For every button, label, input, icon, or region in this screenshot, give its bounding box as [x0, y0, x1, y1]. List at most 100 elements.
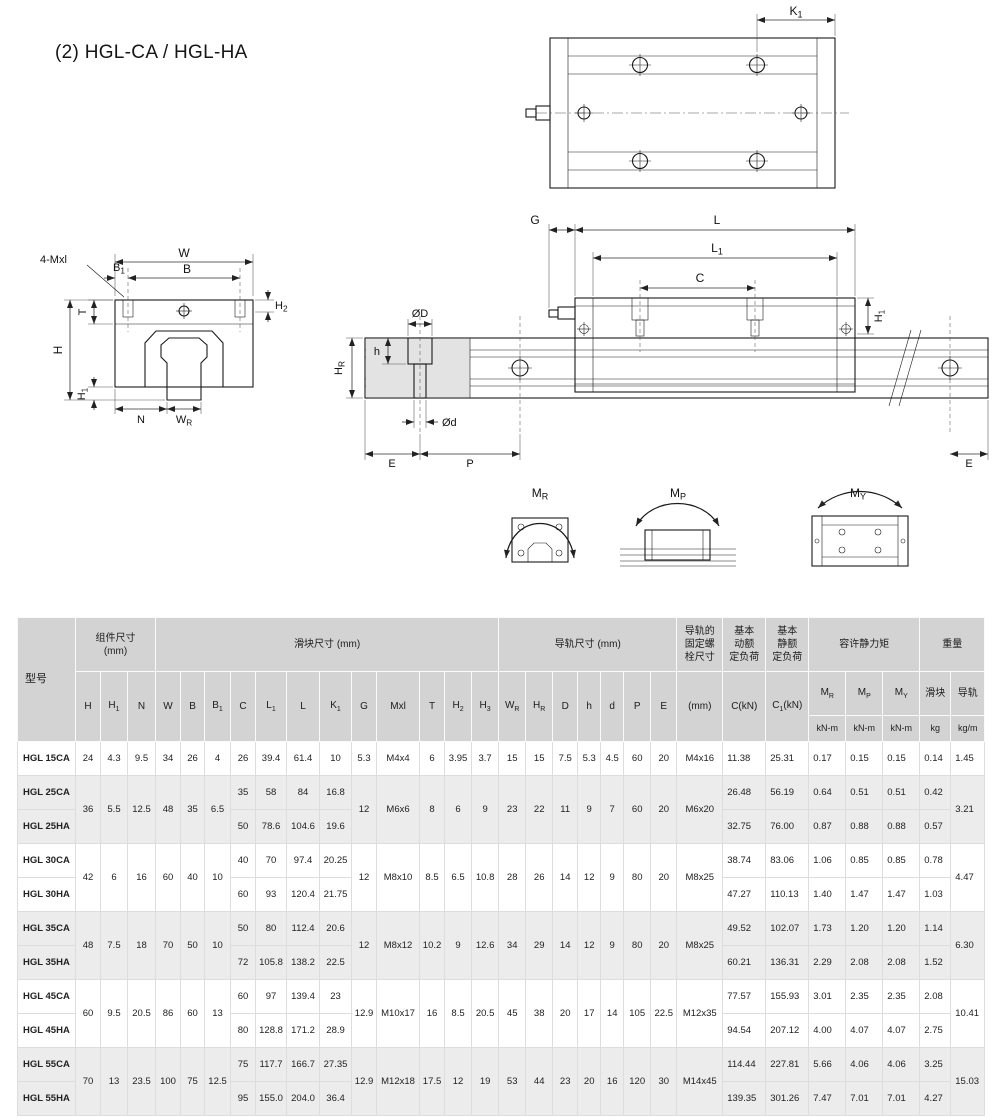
- value-cell: 7.47: [808, 1081, 847, 1116]
- value-cell: 9: [600, 843, 625, 912]
- value-cell: 28: [498, 843, 527, 912]
- dim-label-wr: WR: [176, 414, 192, 428]
- page-title: (2) HGL-CA / HGL-HA: [55, 42, 248, 63]
- plan-view-drawing: K1: [525, 4, 849, 189]
- value-cell: 10: [204, 911, 232, 980]
- value-cell: M8x10: [376, 843, 421, 912]
- technical-drawings: K1 W B B1 4-M: [40, 4, 989, 567]
- value-cell: 95: [230, 1081, 257, 1116]
- value-cell: 26: [230, 741, 257, 776]
- value-cell: 3.21: [950, 775, 986, 844]
- value-cell: 27.35: [319, 1047, 353, 1082]
- model-cell: HGL 15CA: [17, 741, 76, 776]
- value-cell: 80: [623, 911, 652, 980]
- value-cell: 93: [255, 877, 288, 912]
- value-cell: 4.07: [882, 1013, 921, 1048]
- value-cell: 10.8: [471, 843, 500, 912]
- value-cell: 12.9: [351, 979, 378, 1048]
- value-cell: 2.08: [845, 945, 884, 980]
- value-cell: 100: [155, 1047, 182, 1116]
- spec-table-wrap: 型号 组件尺寸 (mm) 滑块尺寸 (mm) 导轨尺寸 (mm) 导轨的 固定螺…: [17, 617, 986, 1116]
- value-cell: 7.01: [845, 1081, 884, 1116]
- value-cell: 75: [180, 1047, 206, 1116]
- label-my: MY: [850, 486, 866, 502]
- value-cell: 301.26: [765, 1081, 810, 1116]
- value-cell: 9: [444, 911, 473, 980]
- value-cell: 112.4: [286, 911, 321, 946]
- moment-my-icon: MY: [811, 486, 909, 567]
- value-cell: 4.47: [950, 843, 986, 912]
- value-cell: 227.81: [765, 1047, 810, 1082]
- value-cell: 60: [623, 775, 652, 844]
- value-cell: 53: [498, 1047, 527, 1116]
- value-cell: 60: [623, 741, 652, 776]
- dim-label-e-left: E: [388, 458, 395, 470]
- col-header: W: [155, 671, 182, 742]
- value-cell: 117.7: [255, 1047, 288, 1082]
- value-cell: 4.00: [808, 1013, 847, 1048]
- value-cell: 0.17: [808, 741, 847, 776]
- value-cell: 1.47: [882, 877, 921, 912]
- value-cell: 1.73: [808, 911, 847, 946]
- value-cell: 171.2: [286, 1013, 321, 1048]
- value-cell: 23: [319, 979, 353, 1014]
- value-cell: M4x16: [676, 741, 724, 776]
- col-header: C(kN): [722, 671, 767, 742]
- value-cell: 155.0: [255, 1081, 288, 1116]
- value-cell: 120.4: [286, 877, 321, 912]
- value-cell: 20: [650, 741, 678, 776]
- value-cell: 22.5: [650, 979, 678, 1048]
- value-cell: 50: [230, 809, 257, 844]
- value-cell: 8.5: [444, 979, 473, 1048]
- dim-label-b1: B1: [113, 262, 125, 276]
- value-cell: 14: [600, 979, 625, 1048]
- value-cell: 9: [577, 775, 602, 844]
- value-cell: 4.07: [845, 1013, 884, 1048]
- value-cell: 26: [525, 843, 554, 912]
- value-cell: 40: [180, 843, 206, 912]
- value-cell: 7: [600, 775, 625, 844]
- value-cell: 83.06: [765, 843, 810, 878]
- value-cell: 3.95: [444, 741, 473, 776]
- value-cell: 9: [471, 775, 500, 844]
- value-cell: 86: [155, 979, 182, 1048]
- value-cell: 0.78: [919, 843, 952, 878]
- value-cell: 14: [552, 911, 579, 980]
- value-cell: 60: [230, 979, 257, 1014]
- value-cell: 24: [75, 741, 101, 776]
- dim-label-c: C: [696, 271, 705, 285]
- value-cell: 166.7: [286, 1047, 321, 1082]
- value-cell: 0.88: [845, 809, 884, 844]
- value-cell: 5.3: [577, 741, 602, 776]
- grease-nipple-icon: [525, 105, 551, 121]
- value-cell: 29: [525, 911, 554, 980]
- value-cell: 56.19: [765, 775, 810, 810]
- value-cell: 15: [525, 741, 554, 776]
- value-cell: 32.75: [722, 809, 767, 844]
- col-header: H1: [100, 671, 128, 742]
- value-cell: 15: [498, 741, 527, 776]
- value-cell: 12: [351, 911, 378, 980]
- value-cell: M12x18: [376, 1047, 421, 1116]
- col-header: H3: [471, 671, 500, 742]
- dim-label-b: B: [183, 262, 191, 276]
- value-cell: 35: [180, 775, 206, 844]
- value-cell: 26: [180, 741, 206, 776]
- model-cell: HGL 35HA: [17, 945, 76, 980]
- value-cell: 60: [75, 979, 101, 1048]
- value-cell: 105.8: [255, 945, 288, 980]
- value-cell: 97.4: [286, 843, 321, 878]
- header-groups-row: 型号 组件尺寸 (mm) 滑块尺寸 (mm) 导轨尺寸 (mm) 导轨的 固定螺…: [17, 617, 986, 742]
- value-cell: 8: [419, 775, 446, 844]
- value-cell: 136.31: [765, 945, 810, 980]
- value-cell: 12.5: [126, 775, 157, 844]
- col-header: (mm): [676, 671, 724, 742]
- value-cell: 19.6: [319, 809, 353, 844]
- value-cell: 6.5: [444, 843, 473, 912]
- value-cell: 12: [577, 843, 602, 912]
- value-cell: 1.45: [950, 741, 986, 776]
- value-cell: 50: [180, 911, 206, 980]
- col-header: WR: [498, 671, 527, 742]
- dim-label-k1: K1: [789, 4, 802, 20]
